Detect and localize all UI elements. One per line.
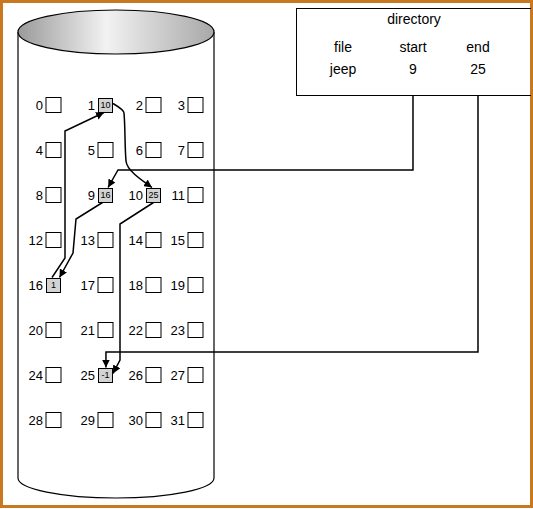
block-number: 24 [29, 368, 43, 383]
block-number: 12 [29, 233, 43, 248]
block-number: 18 [129, 278, 143, 293]
block-number: 11 [172, 188, 186, 203]
empty-block [188, 98, 203, 113]
empty-block [188, 413, 203, 428]
disk-body [18, 32, 214, 498]
block-pointer: 25 [148, 190, 158, 201]
empty-block [98, 413, 113, 428]
block-pointer: -1 [101, 370, 109, 381]
block-number: 10 [129, 188, 143, 203]
empty-block [98, 233, 113, 248]
empty-block [146, 413, 161, 428]
block-number: 23 [171, 323, 185, 338]
pointer-arrow [52, 113, 104, 278]
empty-block [46, 233, 61, 248]
empty-block [146, 323, 161, 338]
block-number: 1 [88, 98, 95, 113]
empty-block [146, 233, 161, 248]
pointer-arrow [60, 203, 103, 278]
block-number: 29 [81, 413, 95, 428]
empty-block [46, 98, 61, 113]
empty-block [188, 278, 203, 293]
block-pointer: 16 [100, 190, 110, 201]
block-number: 19 [171, 278, 185, 293]
block-number: 20 [29, 323, 43, 338]
empty-block [146, 143, 161, 158]
block-number: 9 [88, 188, 95, 203]
empty-block [98, 143, 113, 158]
disk-top [18, 10, 214, 54]
block-number: 5 [88, 143, 95, 158]
empty-block [98, 278, 113, 293]
disk-block: 10 [98, 98, 113, 113]
block-number: 7 [178, 143, 185, 158]
block-number: 31 [171, 413, 185, 428]
block-number: 3 [178, 98, 185, 113]
block-number: 17 [81, 278, 95, 293]
empty-blocks [46, 98, 203, 428]
empty-block [146, 98, 161, 113]
block-number: 6 [136, 143, 143, 158]
empty-block [46, 188, 61, 203]
block-number: 0 [36, 98, 43, 113]
block-number: 8 [36, 188, 43, 203]
directory-title: directory [297, 10, 531, 28]
disk-block: -1 [98, 368, 113, 383]
block-number: 30 [129, 413, 143, 428]
empty-block [46, 368, 61, 383]
block-number: 15 [171, 233, 185, 248]
empty-block [146, 278, 161, 293]
empty-block [46, 323, 61, 338]
block-number: 14 [129, 233, 143, 248]
table-cell: end [466, 38, 489, 56]
pointer-arrow [113, 104, 152, 188]
disk-block: 1 [46, 278, 61, 293]
table-cell: start [399, 38, 426, 56]
table-cell: 25 [470, 60, 486, 78]
block-number: 2 [136, 98, 143, 113]
empty-block [146, 368, 161, 383]
block-number: 28 [29, 413, 43, 428]
pointer-arrow [106, 96, 478, 368]
empty-block [188, 368, 203, 383]
block-number: 21 [81, 323, 95, 338]
pointer-arrow [108, 96, 413, 188]
empty-block [46, 143, 61, 158]
disk-block: 16 [98, 188, 113, 203]
block-number: 27 [171, 368, 185, 383]
block-number: 13 [81, 233, 95, 248]
table-cell: 9 [409, 60, 417, 78]
disk-block: 25 [146, 188, 161, 203]
empty-block [188, 143, 203, 158]
block-number: 22 [129, 323, 143, 338]
pointer-arrow [113, 203, 154, 374]
block-number: 16 [29, 278, 43, 293]
empty-block [98, 323, 113, 338]
block-pointer: 10 [100, 100, 110, 111]
block-number: 26 [129, 368, 143, 383]
block-number: 25 [81, 368, 95, 383]
empty-block [46, 413, 61, 428]
empty-block [188, 188, 203, 203]
block-number: 4 [36, 143, 43, 158]
block-pointer: 1 [51, 280, 56, 291]
table-cell: file [334, 38, 352, 56]
table-cell: jeep [330, 60, 356, 78]
empty-block [188, 233, 203, 248]
empty-block [188, 323, 203, 338]
